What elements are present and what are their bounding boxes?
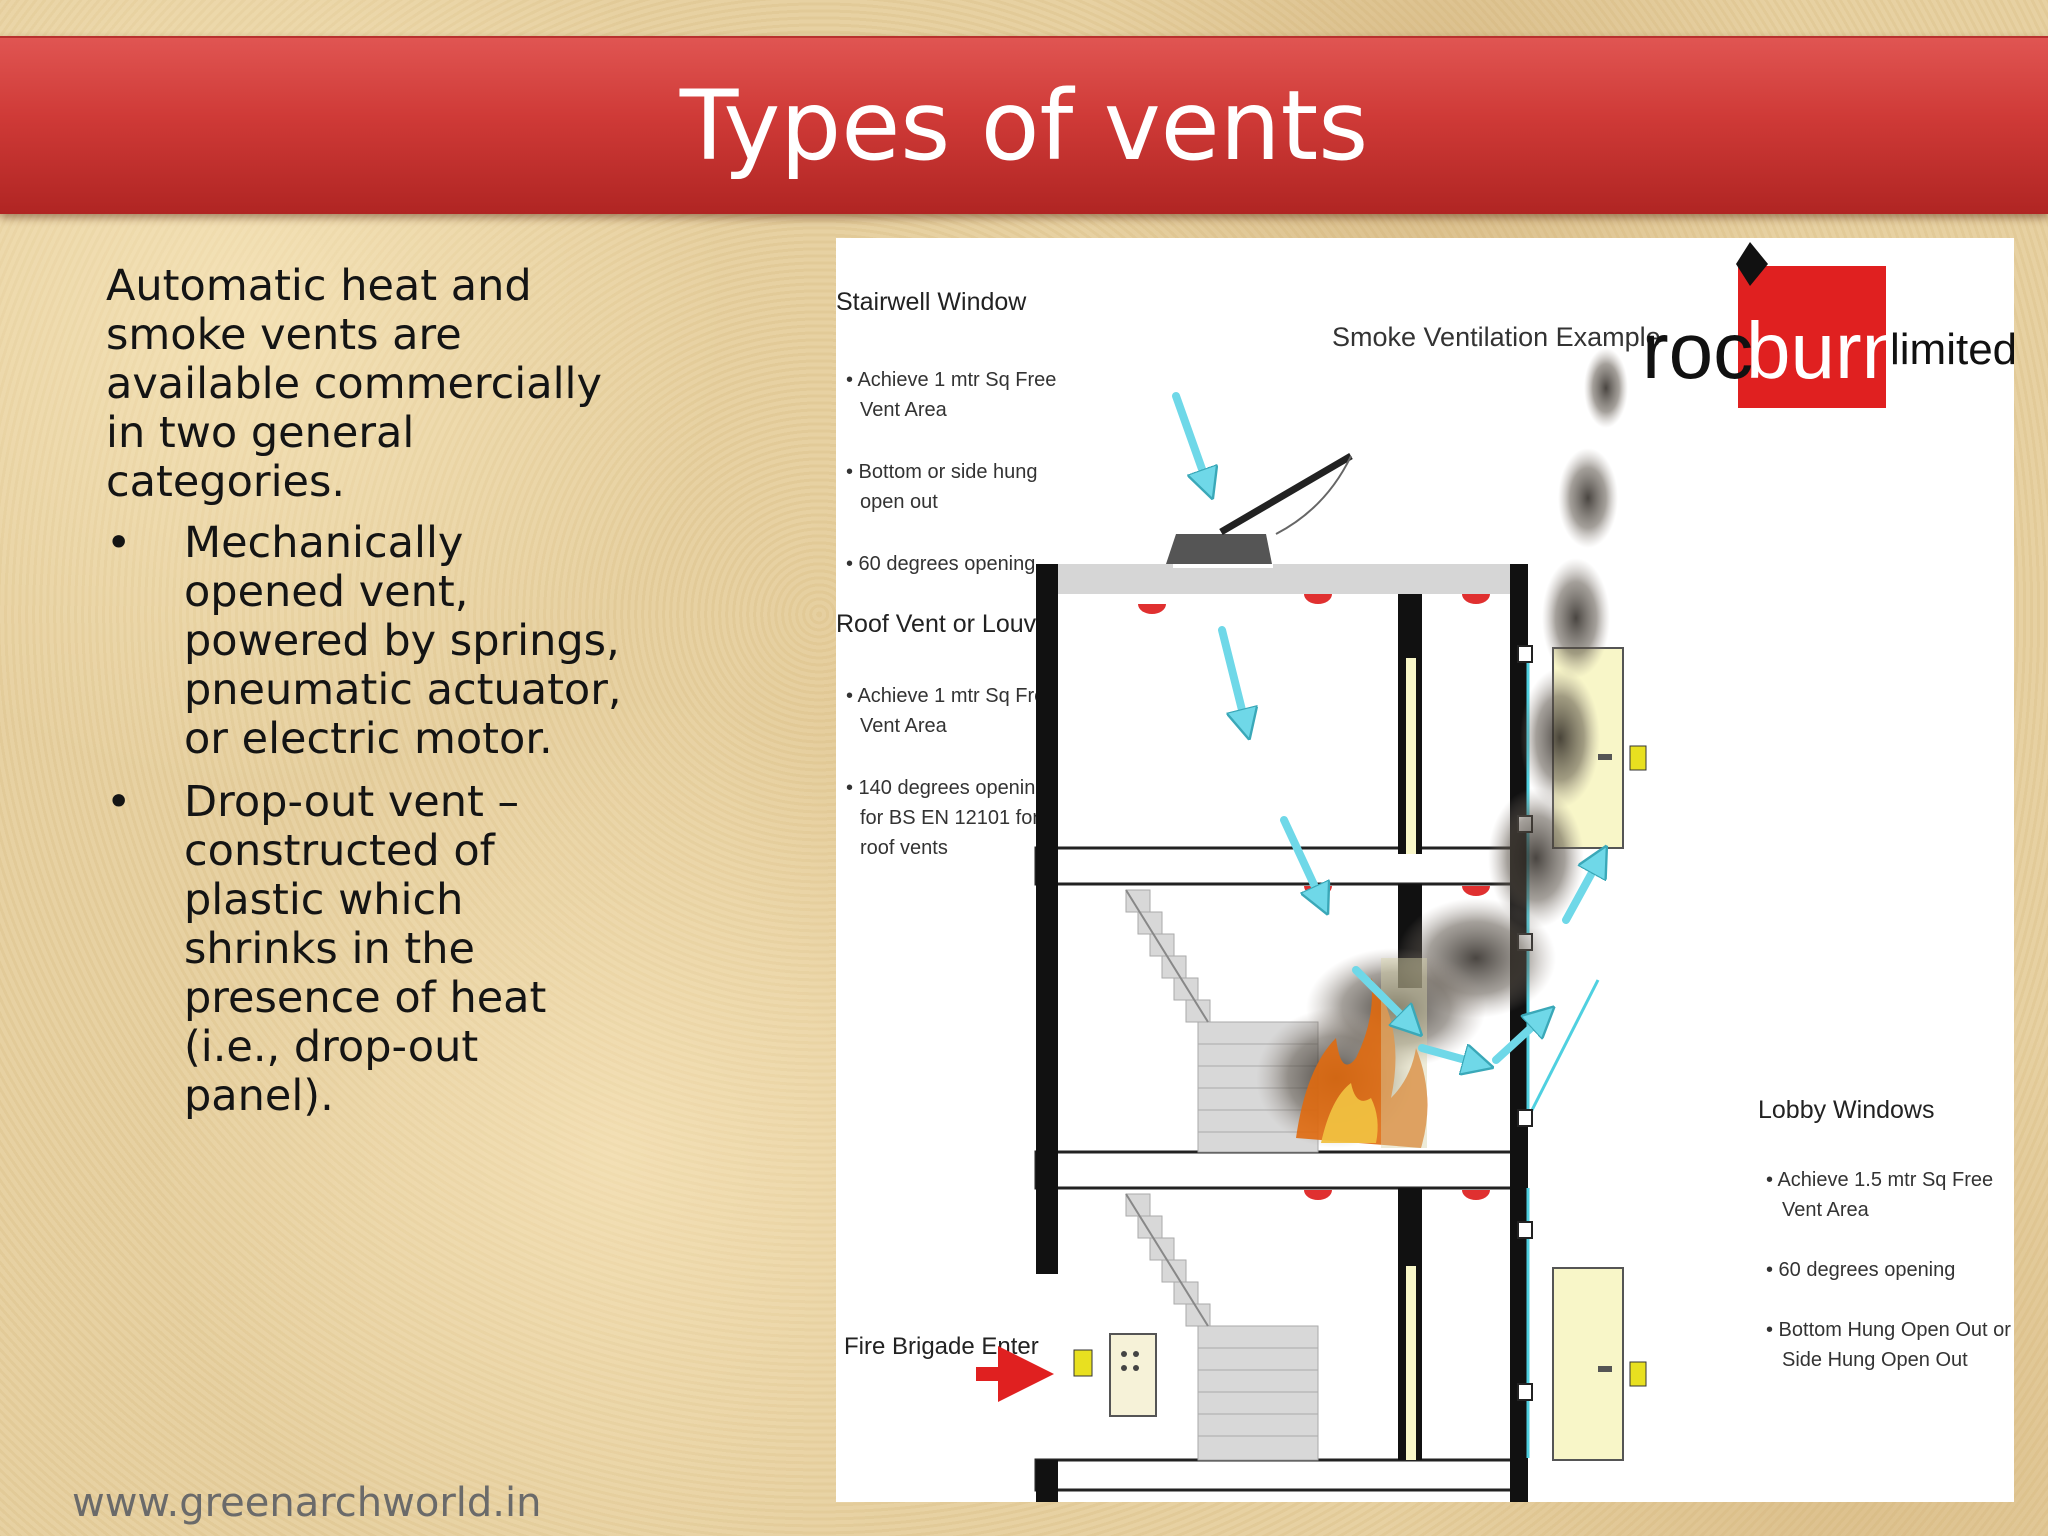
roof-vent-title: Roof Vent or Louvre bbox=[836, 610, 1058, 638]
smoke-detector-icon bbox=[1304, 594, 1332, 604]
footer-url: www.greenarchworld.in bbox=[72, 1480, 542, 1526]
logo-text-burn: burn bbox=[1746, 306, 1906, 395]
roof-opening bbox=[1173, 564, 1273, 568]
body-text: Automatic heat and smoke vents are avail… bbox=[106, 262, 626, 1135]
building-section-drawing: Stairwell Window • Achieve 1 mtr Sq Free… bbox=[836, 242, 2014, 1502]
slide-title: Types of vents bbox=[679, 70, 1369, 182]
bullet-item: • Drop-out vent – constructed of plastic … bbox=[106, 778, 626, 1121]
left-wall-base bbox=[1036, 1460, 1058, 1502]
title-bar: Types of vents bbox=[0, 36, 2048, 214]
lobby-item: • 60 degrees opening bbox=[1766, 1259, 1955, 1281]
stair-rail bbox=[1125, 889, 1209, 1023]
lobby-item: • Achieve 1.5 mtr Sq Free bbox=[1766, 1169, 1993, 1191]
stairwell-item: • Bottom or side hung bbox=[846, 461, 1038, 483]
smoke-detector-icon bbox=[1462, 886, 1490, 896]
roof-vent-frame bbox=[1166, 534, 1272, 564]
smoke-ventilation-diagram: Stairwell Window • Achieve 1 mtr Sq Free… bbox=[836, 238, 2014, 1502]
lobby-item: • Bottom Hung Open Out or bbox=[1766, 1319, 2011, 1341]
stairwell-item: • Achieve 1 mtr Sq Free bbox=[846, 369, 1056, 391]
ground-slab bbox=[1034, 1458, 1528, 1492]
smoke-detector-icon bbox=[1462, 1190, 1490, 1200]
stair-rail bbox=[1125, 1193, 1209, 1327]
floor-slab-1 bbox=[1034, 1150, 1528, 1190]
roof-vent-item: for BS EN 12101 for bbox=[860, 807, 1039, 829]
logo-text-roc: roc bbox=[1642, 306, 1753, 395]
logo-red-block bbox=[1738, 266, 1886, 408]
roof-slab bbox=[1036, 564, 1526, 594]
internal-wall-door bbox=[1406, 658, 1416, 854]
stairwell-window-title: Stairwell Window bbox=[836, 288, 1027, 316]
fire-icon bbox=[1296, 978, 1428, 1148]
smoke-detector-icon bbox=[1304, 1190, 1332, 1200]
stairwell-item: Vent Area bbox=[860, 399, 948, 421]
stairwell-item: • 60 degrees opening bbox=[846, 553, 1035, 575]
staircase-lower bbox=[1125, 1193, 1319, 1461]
bullet-text: Drop-out vent – constructed of plastic w… bbox=[184, 777, 547, 1121]
smoke-detector-icon bbox=[1138, 604, 1166, 614]
diagram-heading: Smoke Ventilation Example bbox=[1332, 322, 1661, 352]
roof-vent-item: • 140 degrees opening bbox=[846, 777, 1047, 799]
logo-diamond-icon bbox=[1736, 242, 1768, 286]
fire-panel-buttons bbox=[1121, 1351, 1139, 1371]
bullet-text: Mechanically opened vent, powered by spr… bbox=[184, 518, 622, 764]
control-panel-icon bbox=[1629, 1361, 1647, 1387]
airflow-arrows bbox=[1172, 392, 1600, 1064]
door-handle bbox=[1598, 754, 1612, 760]
fire-brigade-label: Fire Brigade Enter bbox=[844, 1333, 1039, 1360]
bullet-icon: • bbox=[106, 518, 132, 568]
roof-vent-lid bbox=[1219, 452, 1353, 536]
fire-panel-icon bbox=[1109, 1333, 1157, 1417]
intro-paragraph: Automatic heat and smoke vents are avail… bbox=[106, 261, 602, 507]
roof-vent-arc bbox=[1275, 455, 1352, 535]
lobby-windows-title: Lobby Windows bbox=[1758, 1096, 1934, 1124]
smoke-filled-door bbox=[1381, 958, 1427, 1148]
bullet-list: • Mechanically opened vent, powered by sp… bbox=[106, 519, 626, 1121]
roof-vent-item: • Achieve 1 mtr Sq Free bbox=[846, 685, 1056, 707]
roof-vent-item: roof vents bbox=[860, 837, 948, 859]
door bbox=[1552, 1267, 1624, 1461]
control-panel-icon bbox=[1073, 1349, 1093, 1377]
rocburn-logo: roc burn limited bbox=[1642, 242, 2014, 408]
lobby-item: Side Hung Open Out bbox=[1782, 1349, 1968, 1371]
stairwell-item: open out bbox=[860, 491, 938, 513]
floor-slab-2 bbox=[1034, 846, 1528, 886]
bullet-item: • Mechanically opened vent, powered by sp… bbox=[106, 519, 626, 764]
door-handle bbox=[1598, 1366, 1612, 1372]
logo-text-limited: limited bbox=[1890, 325, 2014, 374]
bullet-icon: • bbox=[106, 777, 132, 827]
left-wall bbox=[1036, 564, 1058, 1274]
internal-wall-door bbox=[1406, 1266, 1416, 1460]
lobby-window-open-sash bbox=[1526, 979, 1600, 1119]
lobby-item: Vent Area bbox=[1782, 1199, 1870, 1221]
roof-vent-item: Vent Area bbox=[860, 715, 948, 737]
smoke-detector-icon bbox=[1462, 594, 1490, 604]
control-panel-icon bbox=[1629, 745, 1647, 771]
